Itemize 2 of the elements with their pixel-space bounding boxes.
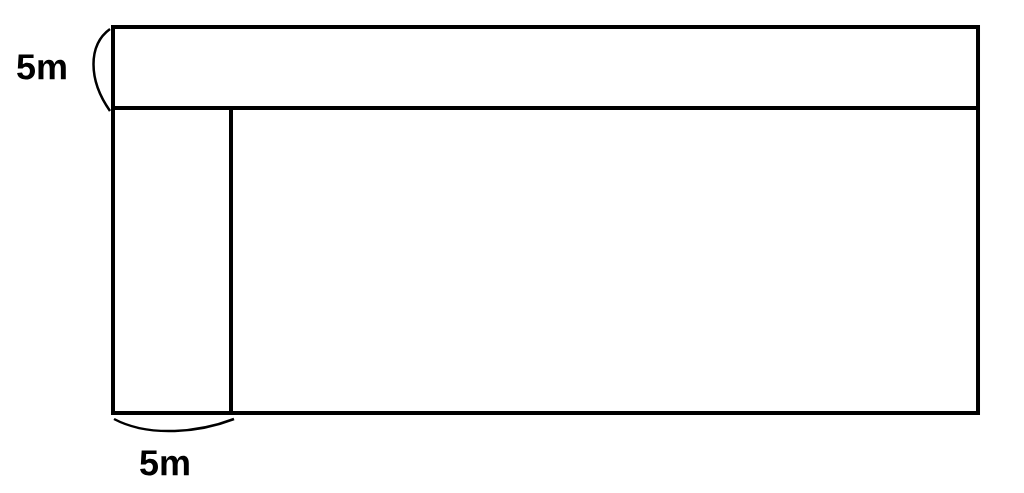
dimension-label: 5m [140, 450, 189, 476]
dimension-label: 5m [17, 54, 66, 80]
